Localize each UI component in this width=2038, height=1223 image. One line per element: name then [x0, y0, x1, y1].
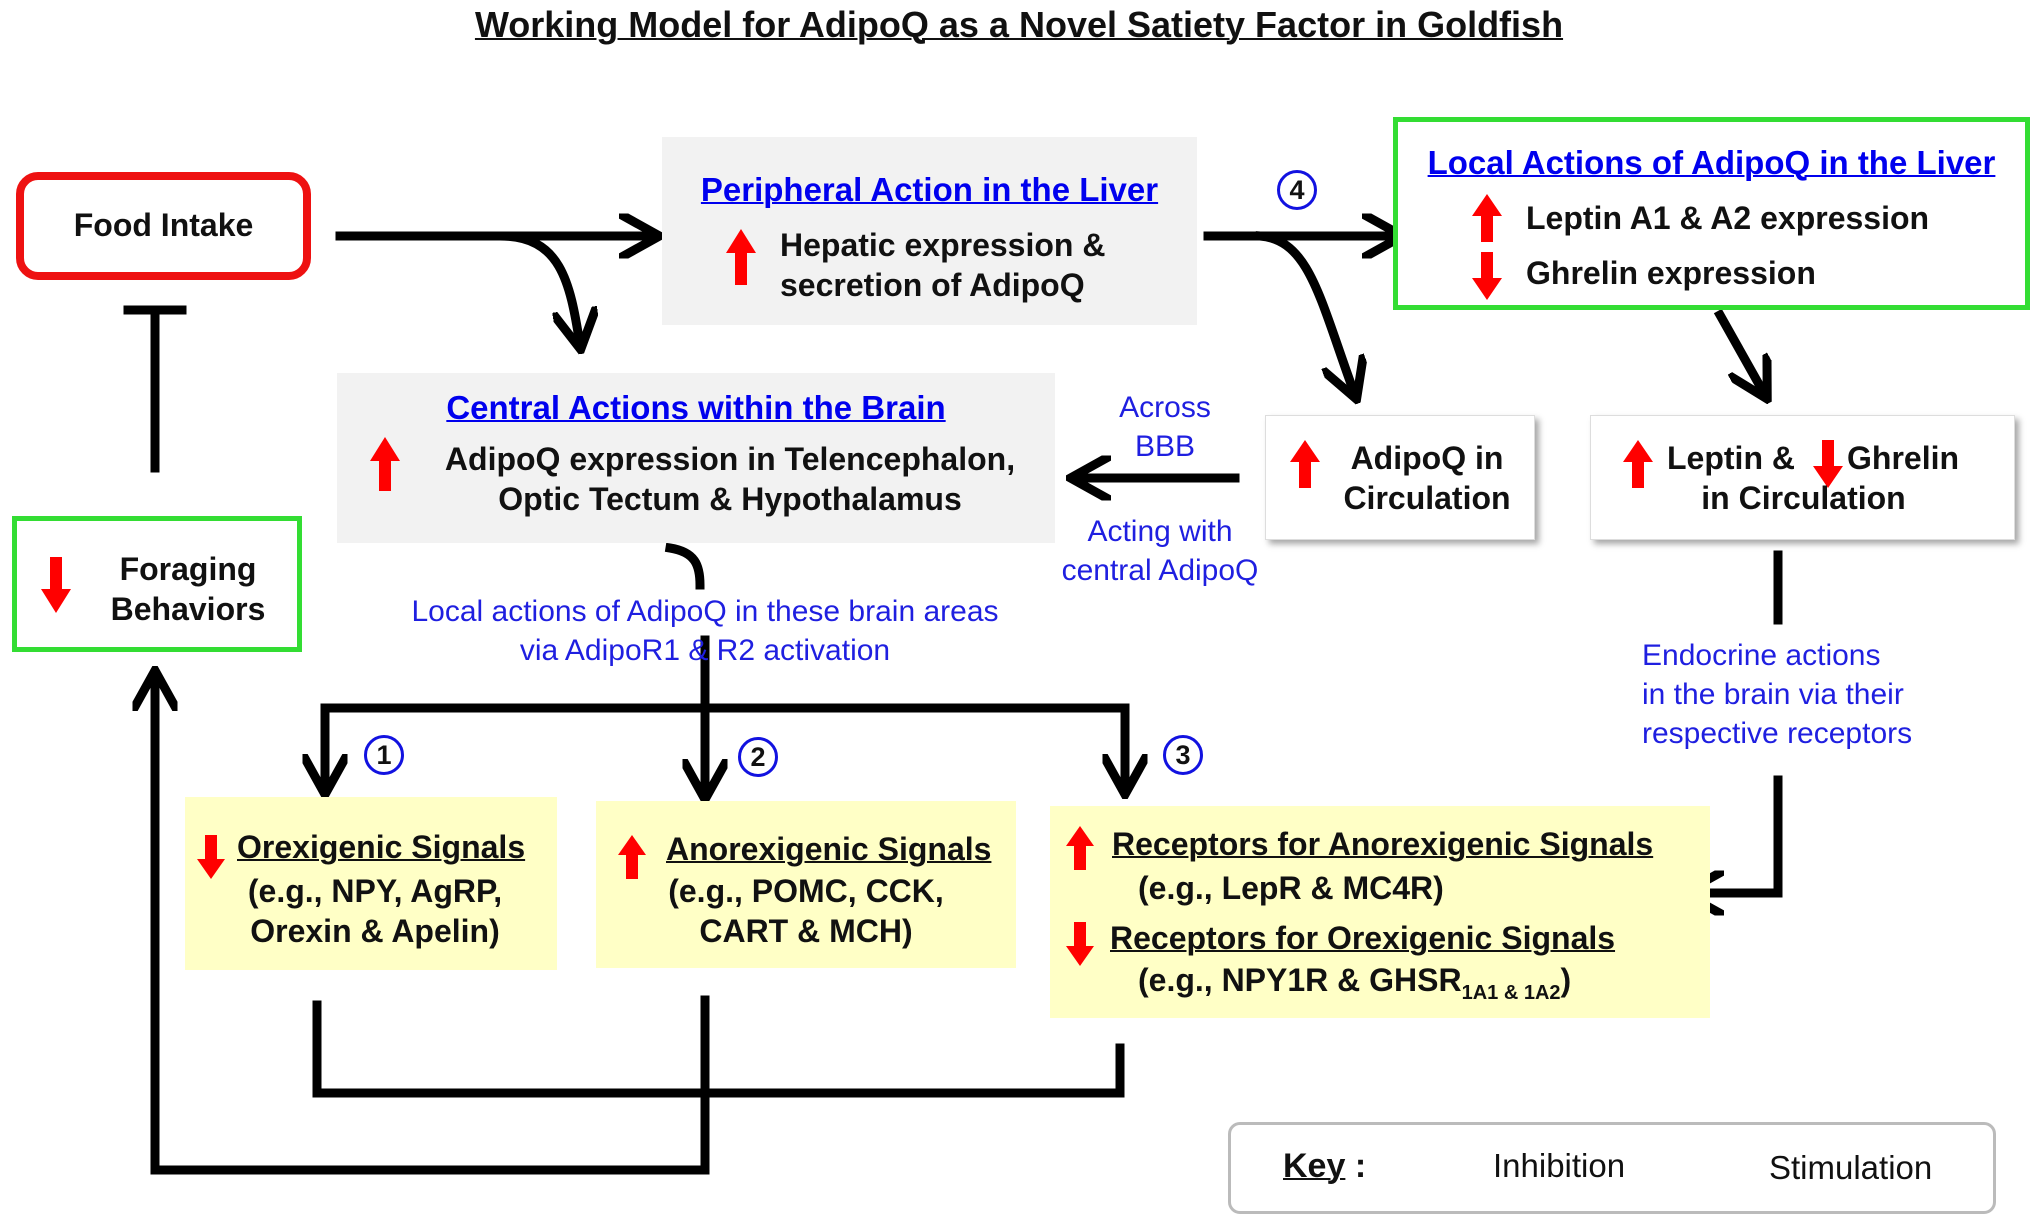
- step-number-1: 1: [364, 735, 404, 775]
- up-arrow-icon: [726, 229, 756, 285]
- up-arrow-icon: [1623, 440, 1653, 488]
- foraging-line2: Behaviors: [110, 591, 266, 627]
- peripheral-line1: Hepatic expression &: [780, 227, 1106, 263]
- arrow-food-to-brain: [495, 231, 580, 345]
- orexigenic-box: Orexigenic Signals (e.g., NPY, AgRP, Ore…: [185, 797, 557, 970]
- receptors-box: Receptors for Anorexigenic Signals (e.g.…: [1050, 806, 1710, 1018]
- step-number-2: 2: [738, 737, 778, 777]
- foraging-line1: Foraging: [119, 551, 257, 587]
- receptors-line2-end: ): [1560, 962, 1572, 998]
- adipoq-circulation-box: AdipoQ in Circulation: [1265, 415, 1535, 540]
- up-arrow-icon: [1066, 826, 1094, 870]
- note-local-brain-2: via AdipoR1 & R2 activation: [519, 634, 891, 667]
- peripheral-header: Peripheral Action in the Liver: [700, 171, 1159, 208]
- up-arrow-icon: [370, 437, 400, 491]
- leptin-ghrelin-circulation-box: Leptin & Ghrelin in Circulation: [1590, 415, 2015, 540]
- leptin-circ-part1: Leptin &: [1667, 440, 1795, 476]
- leptin-circ-line2: in Circulation: [1701, 480, 1906, 516]
- step-number-4: 4: [1277, 170, 1317, 210]
- note-acting: Acting with: [1087, 515, 1233, 548]
- line-brain-down: [664, 542, 705, 590]
- local-liver-box: Local Actions of AdipoQ in the Liver Lep…: [1393, 117, 2030, 310]
- leptin-circ-part2: Ghrelin: [1847, 440, 1960, 476]
- key-inhibition-label: Inhibition: [1493, 1147, 1626, 1184]
- arrow-to-foraging: [155, 675, 710, 1175]
- down-arrow-icon: [1066, 922, 1094, 966]
- note-endocrine-2: in the brain via their: [1642, 678, 1904, 711]
- adipoq-circ-line2: Circulation: [1343, 480, 1511, 516]
- food-intake-label: Food Intake: [73, 207, 254, 243]
- note-local-brain-1: Local actions of AdipoQ in these brain a…: [411, 595, 999, 628]
- note-central-adipoq: central AdipoQ: [1061, 554, 1259, 587]
- down-arrow-icon: [1472, 252, 1502, 300]
- anorexigenic-box: Anorexigenic Signals (e.g., POMC, CCK, C…: [596, 801, 1016, 968]
- page-title: Working Model for AdipoQ as a Novel Sati…: [474, 4, 1564, 45]
- anorexigenic-line1: (e.g., POMC, CCK,: [668, 873, 944, 909]
- orexigenic-line1: (e.g., NPY, AgRP,: [247, 873, 503, 909]
- step-number-3: 3: [1163, 735, 1203, 775]
- anorexigenic-line2: CART & MCH): [699, 913, 913, 949]
- central-header: Central Actions within the Brain: [446, 389, 946, 426]
- peripheral-box: Peripheral Action in the Liver Hepatic e…: [662, 137, 1197, 325]
- adipoq-circ-line1: AdipoQ in: [1350, 440, 1504, 476]
- down-arrow-icon: [1813, 440, 1843, 488]
- up-arrow-icon: [1290, 440, 1320, 488]
- up-arrow-icon: [618, 835, 646, 879]
- key-stimulation-label: Stimulation: [1769, 1149, 1933, 1186]
- receptors-anorexigenic-header: Receptors for Anorexigenic Signals: [1112, 826, 1654, 862]
- local-liver-line2: Ghrelin expression: [1526, 255, 1816, 291]
- key-box: Key : Inhibition Stimulation: [1228, 1122, 1996, 1214]
- receptors-orexigenic-header: Receptors for Orexigenic Signals: [1110, 920, 1616, 956]
- foraging-box: Foraging Behaviors: [12, 516, 302, 652]
- receptors-line1: (e.g., LepR & MC4R): [1138, 870, 1444, 906]
- receptors-line2-sub: 1A1 & 1A2: [1461, 982, 1561, 1004]
- line-bottom-combine: [312, 1000, 1125, 1098]
- local-liver-line1: Leptin A1 & A2 expression: [1526, 200, 1930, 236]
- note-across: Across: [1119, 391, 1211, 424]
- note-endocrine-1: Endocrine actions: [1642, 639, 1881, 672]
- orexigenic-line2: Orexin & Apelin): [250, 913, 500, 949]
- arrow-endocrine-to-receptors: [1688, 775, 1783, 893]
- key-label: Key: [1283, 1147, 1346, 1185]
- peripheral-line2: secretion of AdipoQ: [780, 267, 1085, 303]
- anorexigenic-header: Anorexigenic Signals: [666, 831, 992, 867]
- central-line1: AdipoQ expression in Telencephalon,: [444, 441, 1016, 477]
- arrow-local-to-leptin: [1713, 308, 1765, 395]
- down-arrow-icon: [41, 557, 71, 613]
- food-intake-box: Food Intake: [16, 172, 311, 280]
- receptors-line2-main: (e.g., NPY1R & GHSR: [1138, 962, 1462, 998]
- up-arrow-icon: [1472, 194, 1502, 242]
- arrow-liver-to-circulation: [1255, 231, 1355, 395]
- key-colon: :: [1354, 1147, 1367, 1185]
- central-line2: Optic Tectum & Hypothalamus: [498, 481, 962, 517]
- local-liver-header: Local Actions of AdipoQ in the Liver: [1427, 144, 1996, 181]
- note-endocrine-3: respective receptors: [1642, 717, 1913, 750]
- down-arrow-icon: [197, 835, 225, 879]
- note-bbb: BBB: [1134, 430, 1196, 463]
- orexigenic-header: Orexigenic Signals: [237, 829, 526, 865]
- central-box: Central Actions within the Brain AdipoQ …: [337, 373, 1055, 543]
